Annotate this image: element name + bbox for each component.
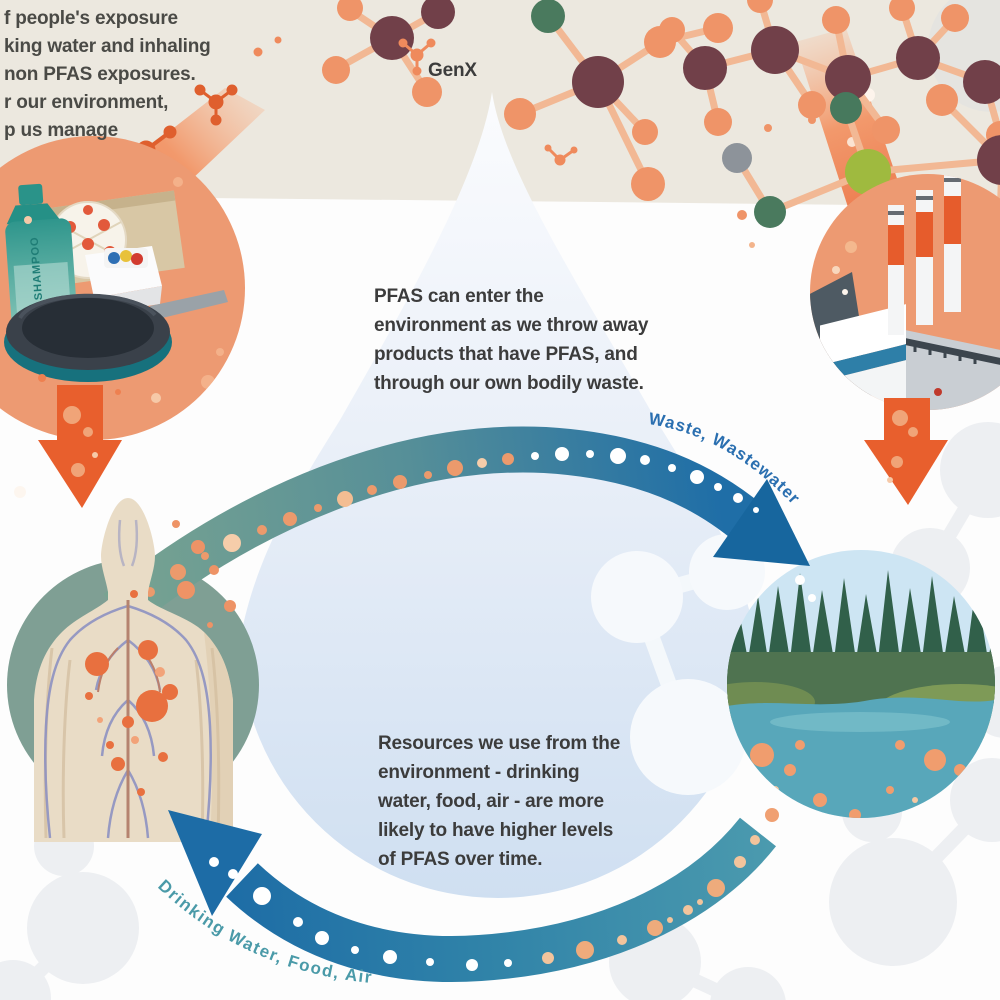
- intro-line: f people's exposure: [4, 8, 178, 29]
- paragraph-line: Resources we use from the: [378, 733, 621, 754]
- intro-paragraph: f people's exposure king water and inhal…: [4, 5, 211, 145]
- makeup-palette-icon: [104, 248, 148, 268]
- factory-circle: [810, 174, 1000, 410]
- environment-circle: [727, 550, 995, 818]
- paragraph-line: environment as we throw away: [374, 315, 649, 336]
- blood-vessels: [43, 519, 213, 839]
- frying-pan-icon: [4, 290, 228, 382]
- intro-line: king water and inhaling: [4, 36, 211, 57]
- stray-pfas-dots: [14, 486, 236, 628]
- smokestacks-icon: [888, 174, 961, 335]
- shampoo-label: SHAMPOO: [29, 236, 45, 301]
- paragraph-line: through our own bodily waste.: [374, 373, 644, 394]
- paragraph-line: PFAS can enter the: [374, 286, 544, 307]
- arrow-dots-peach: [542, 808, 779, 964]
- paragraph-line: of PFAS over time.: [378, 849, 543, 870]
- paragraph-line: likely to have higher levels: [378, 820, 614, 841]
- molecule-cluster-genx: [504, 0, 733, 201]
- intro-line: r our environment,: [4, 92, 169, 113]
- paragraph-line: environment - drinking: [378, 762, 580, 783]
- circle-texture-dots: [832, 241, 857, 295]
- arrow-dots-orange: [145, 453, 514, 597]
- molecule-cluster-1: [322, 0, 455, 107]
- pfas-spots-body: [85, 590, 178, 796]
- products-circle: SHAMPOO: [0, 136, 245, 440]
- intro-line: non PFAS exposures.: [4, 64, 196, 85]
- paragraph-line: products that have PFAS, and: [374, 344, 638, 365]
- molecule-lime-center: [722, 84, 1000, 301]
- arrow-dots-white: [531, 447, 816, 602]
- down-arrow-factory: [864, 388, 948, 505]
- intro-line: p us manage: [4, 120, 118, 141]
- down-arrow-products: [38, 374, 122, 508]
- paragraph-line: water, food, air - are more: [378, 791, 604, 812]
- mini-molecule-glyphs: [253, 36, 578, 166]
- resources-paragraph: Resources we use from the environment - …: [378, 729, 620, 874]
- arrowhead-top: [713, 479, 810, 566]
- molecule-chain-top-right: [659, 0, 1000, 149]
- arrow-dots-white: [209, 857, 512, 971]
- water-droplet: [240, 92, 756, 898]
- genx-label: GenX: [428, 60, 477, 81]
- human-body-illustration: [34, 498, 233, 842]
- enter-environment-paragraph: PFAS can enter the environment as we thr…: [374, 282, 648, 398]
